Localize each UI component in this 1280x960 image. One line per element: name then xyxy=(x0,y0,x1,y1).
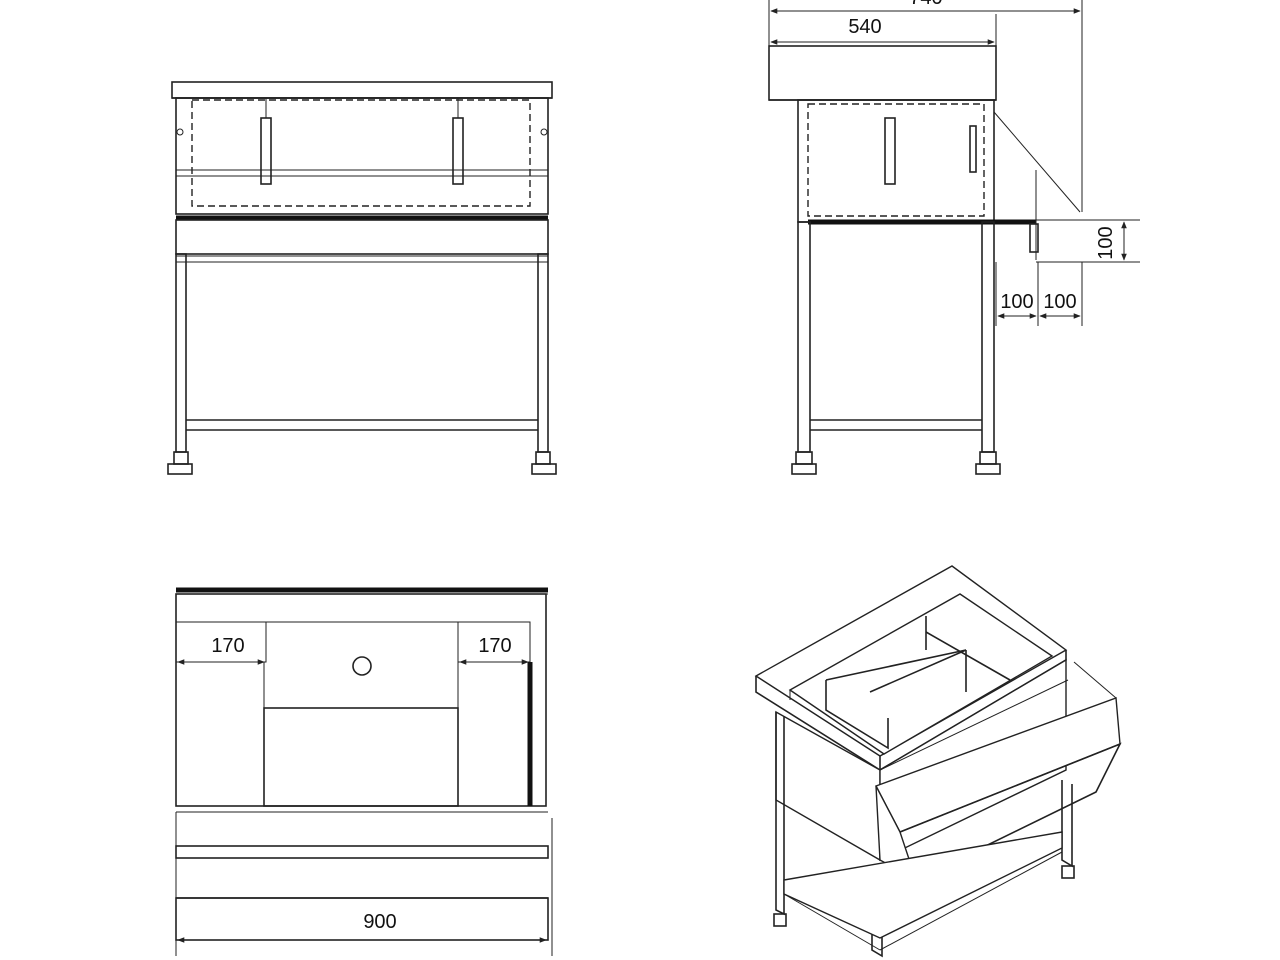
dim-offset-b-label: 100 xyxy=(1043,291,1076,313)
dim-offset-a-label: 100 xyxy=(1000,291,1033,313)
front-view xyxy=(167,81,557,475)
dim-height-label: 100 xyxy=(1095,226,1117,259)
dim-right-label: 170 xyxy=(478,635,511,657)
dim-depth-label: 540 xyxy=(848,16,881,38)
top-view: 170 170 900 xyxy=(175,587,553,956)
dim-width-label: 900 xyxy=(363,911,396,933)
dim-total-label: 740 xyxy=(909,0,942,9)
side-view: 740 540 100 1 xyxy=(768,0,1140,475)
iso-view xyxy=(754,565,1122,958)
dim-left-label: 170 xyxy=(211,635,244,657)
